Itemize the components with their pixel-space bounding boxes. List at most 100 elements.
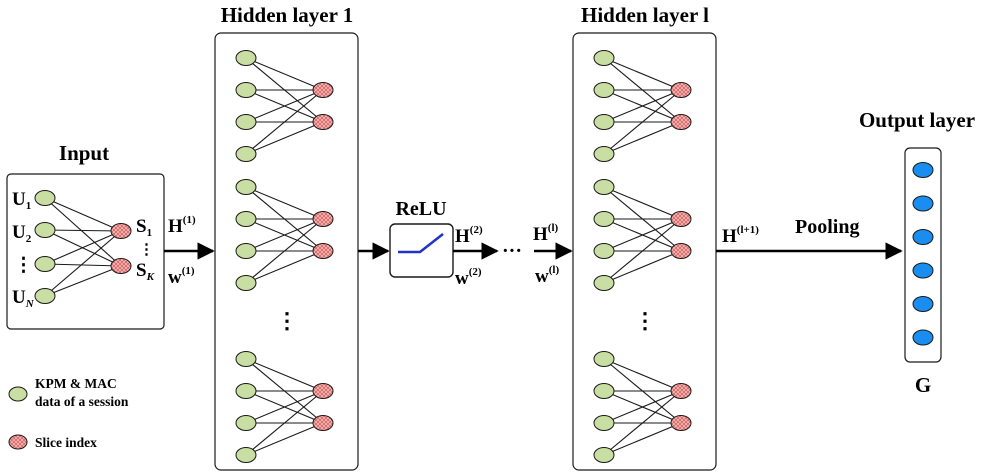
network-edge: [603, 121, 682, 155]
input-node: [593, 243, 615, 259]
output-symbol: G: [915, 373, 931, 397]
slice-node: [312, 383, 334, 399]
input-network: [34, 190, 132, 304]
network-edge: [603, 390, 682, 424]
output-node: [912, 296, 934, 312]
input-s-ellipsis: ⋮: [139, 242, 154, 258]
network-edge: [44, 265, 122, 297]
input-node: [593, 351, 615, 367]
input-node: [593, 82, 615, 98]
input-node: [235, 82, 257, 98]
input-node: [235, 415, 257, 431]
output-node: [912, 229, 934, 245]
input-u-label: U2: [12, 222, 32, 245]
network-edge: [44, 197, 122, 267]
input-node: [235, 447, 257, 463]
slice-node: [670, 243, 692, 259]
network-edge: [245, 422, 324, 456]
network-edge: [44, 229, 122, 232]
input-node: [34, 256, 56, 272]
input-node: [593, 211, 615, 227]
relu-title: ReLU: [395, 198, 446, 220]
slice-node: [670, 211, 692, 227]
slice-node: [312, 415, 334, 431]
slice-node: [670, 383, 692, 399]
input-u-label: U1: [12, 189, 31, 212]
input-node: [34, 222, 56, 238]
output-nodes: [912, 162, 934, 346]
input-node: [235, 211, 257, 227]
network-edge: [44, 197, 122, 232]
network-edge: [245, 250, 324, 284]
slice-node: [110, 258, 132, 274]
hidden1-network: [235, 50, 334, 463]
hl1-label: H(l+1): [722, 224, 759, 247]
h2-label: H(2): [455, 224, 483, 247]
layers-ellipsis: ···: [502, 240, 522, 262]
network-edge: [603, 390, 682, 456]
network-edge: [245, 390, 324, 424]
slice-node: [670, 82, 692, 98]
output-node: [912, 329, 934, 346]
hiddenl-title: Hidden layer l: [581, 3, 709, 27]
pooling-label: Pooling: [795, 216, 859, 238]
network-edge: [245, 121, 324, 155]
legend-slice-node-icon: [8, 434, 28, 450]
network-edge: [245, 89, 324, 123]
input-node: [235, 146, 257, 162]
input-node: [235, 179, 257, 195]
network-edge: [603, 250, 682, 284]
input-node: [235, 351, 257, 367]
hiddenl-ellipsis: ⋮: [634, 308, 656, 333]
output-node: [912, 262, 934, 279]
network-edge: [603, 218, 682, 252]
network-edge: [245, 57, 324, 91]
slice-node: [312, 114, 334, 130]
input-node: [593, 383, 615, 399]
input-node: [593, 275, 615, 291]
network-edge: [603, 186, 682, 220]
legend-input-line2: data of a session: [35, 394, 129, 409]
hiddenl-network: [593, 50, 692, 463]
input-u-ellipsis: ⋮: [14, 255, 33, 276]
input-node: [593, 415, 615, 431]
slice-node: [312, 211, 334, 227]
input-node: [593, 179, 615, 195]
input-node: [593, 447, 615, 463]
input-node: [235, 383, 257, 399]
h1-label: H(1): [168, 214, 196, 237]
input-s-label: SK: [136, 260, 155, 283]
output-node: [912, 195, 934, 212]
network-edge: [603, 57, 682, 91]
network-edge: [245, 186, 324, 220]
legend-slice-label: Slice index: [35, 435, 97, 450]
network-edge: [603, 218, 682, 284]
input-node: [593, 50, 615, 66]
output-node: [912, 162, 934, 178]
network-edge: [245, 89, 324, 155]
relu-curve-icon: [398, 232, 444, 254]
network-edge: [245, 218, 324, 252]
hidden1-ellipsis: ⋮: [276, 308, 298, 333]
input-s-label: S1: [136, 216, 152, 239]
network-edge: [245, 390, 324, 456]
network-edge: [603, 89, 682, 123]
input-node: [34, 190, 56, 206]
input-node: [235, 243, 257, 259]
w2-label: w(2): [455, 266, 482, 289]
slice-node: [670, 114, 692, 130]
hidden1-title: Hidden layer 1: [221, 3, 354, 27]
network-edge: [44, 230, 122, 265]
legend-input-node-icon: [8, 386, 28, 402]
input-node: [593, 146, 615, 162]
hl-label: H(l): [533, 222, 559, 245]
slice-node: [312, 243, 334, 259]
input-node: [235, 114, 257, 130]
w1-label: w(1): [168, 265, 195, 288]
slice-node: [110, 223, 132, 239]
wl-label: w(l): [535, 264, 559, 287]
slice-node: [312, 82, 334, 98]
input-node: [235, 275, 257, 291]
network-edge: [245, 218, 324, 284]
